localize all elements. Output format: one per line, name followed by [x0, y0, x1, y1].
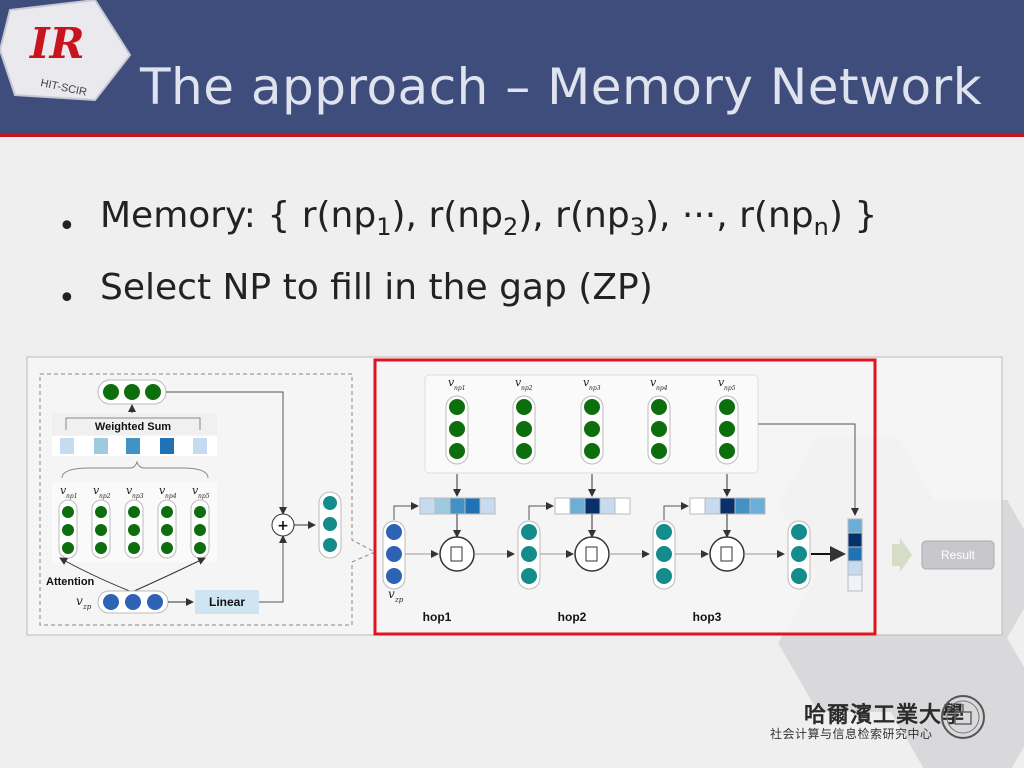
multi-hop-highlight: [373, 358, 877, 636]
svg-text:v: v: [448, 376, 455, 389]
attention-module-border: [39, 373, 377, 626]
svg-text:v: v: [650, 376, 657, 389]
result-label: Result: [941, 548, 976, 562]
bullet-text: Memory: { r(np1), r(np2), r(np3), ···, r…: [100, 195, 878, 241]
svg-text:v: v: [388, 587, 395, 601]
svg-text:np4: np4: [656, 385, 668, 392]
bullet-dot: •: [58, 209, 76, 244]
bullet-text: Select NP to fill in the gap (ZP): [100, 267, 653, 308]
header-divider: [0, 133, 1024, 137]
svg-text:zp: zp: [82, 603, 92, 611]
university-seal-icon: [941, 695, 985, 739]
svg-text:np1: np1: [454, 385, 466, 392]
svg-text:v: v: [192, 484, 199, 497]
svg-text:v: v: [60, 484, 67, 497]
svg-text:v: v: [93, 484, 100, 497]
slide-header: [0, 0, 1024, 135]
logo-mark: IR: [29, 19, 85, 68]
page-title: The approach – Memory Network: [140, 58, 983, 116]
svg-text:v: v: [126, 484, 133, 497]
research-center-name: 社会计算与信息检索研究中心: [770, 727, 933, 741]
hit-scir-logo: IR HIT-SCIR: [0, 0, 132, 102]
svg-text:np3: np3: [589, 385, 601, 392]
svg-text:np5: np5: [724, 385, 736, 392]
svg-text:np5: np5: [198, 493, 210, 500]
university-name: 哈爾濱工業大學: [804, 702, 966, 728]
svg-text:np4: np4: [165, 493, 177, 500]
svg-text:np1: np1: [66, 493, 78, 500]
svg-text:v: v: [515, 376, 522, 389]
svg-text:v: v: [159, 484, 166, 497]
svg-text:np2: np2: [521, 385, 533, 392]
plus-symbol: +: [277, 518, 289, 534]
svg-text:v: v: [76, 594, 83, 608]
attention-label: Attention: [46, 576, 95, 588]
linear-label: Linear: [209, 595, 245, 609]
hop2-label: hop2: [558, 610, 587, 624]
hop3-label: hop3: [693, 610, 722, 624]
weighted-sum-label: Weighted Sum: [95, 421, 171, 433]
hop1-label: hop1: [423, 610, 452, 624]
svg-text:v: v: [718, 376, 725, 389]
svg-text:np2: np2: [99, 493, 111, 500]
bullet-dot: •: [58, 281, 76, 316]
svg-text:v: v: [583, 376, 590, 389]
svg-text:zp: zp: [394, 596, 404, 604]
svg-text:np3: np3: [132, 493, 144, 500]
